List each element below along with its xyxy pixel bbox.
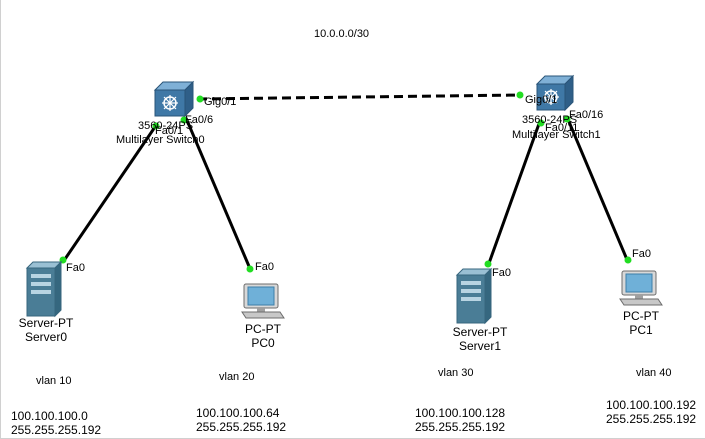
pc1-label[interactable]: PC-PT PC1 [611, 309, 671, 337]
vlan-30-label: vlan 30 [438, 367, 474, 379]
subnet-note-vlan30: 100.100.100.128 255.255.255.192 [415, 406, 505, 434]
pc-icon[interactable] [241, 283, 285, 319]
server1-type: Server-PT [452, 325, 508, 339]
network-address: 100.100.100.0 [11, 409, 88, 423]
switch0-uplink-port: Gig0/1 [204, 96, 237, 108]
server1-name: Server1 [458, 339, 502, 353]
subnet-mask: 255.255.255.192 [415, 420, 506, 434]
vlan-20-label: vlan 20 [219, 371, 255, 383]
trunk-network-label: 10.0.0.0/30 [314, 28, 370, 40]
network-address: 100.100.100.128 [415, 406, 506, 420]
switch0-server-port: Fa0/1 [155, 125, 184, 137]
port-light [563, 115, 571, 123]
switch1-uplink-port: Gig0/1 [525, 94, 558, 106]
server0-label[interactable]: Server-PT Server0 [13, 316, 79, 344]
server0-name: Server0 [24, 330, 68, 344]
multilayer-switch-icon[interactable] [535, 74, 575, 112]
pc0-port: Fa0 [255, 261, 274, 273]
pc0-label[interactable]: PC-PT PC0 [233, 322, 293, 350]
pc1-type: PC-PT [623, 309, 659, 323]
switch0-pc-port: Fa0/6 [185, 114, 214, 126]
pc1-port: Fa0 [632, 248, 651, 260]
port-light [537, 119, 545, 127]
pc1-name: PC1 [629, 323, 653, 337]
pc0-name: PC0 [251, 336, 275, 350]
switch1-pc-port: Fa0/16 [569, 109, 604, 121]
subnet-note-vlan10: 100.100.100.0 255.255.255.192 [11, 409, 101, 437]
pc0-type: PC-PT [245, 322, 281, 336]
vlan-10-label: vlan 10 [36, 375, 72, 387]
network-address: 100.100.100.64 [196, 406, 280, 420]
port-light [624, 256, 632, 264]
switch1-model: 3560-24PS [522, 114, 578, 126]
server-icon[interactable] [455, 267, 493, 325]
subnet-note-vlan40: 100.100.100.192 255.255.255.192 [606, 398, 696, 426]
link-server0-switch0[interactable] [61, 123, 159, 263]
switch1-server-port: Fa0/11 [545, 122, 579, 134]
port-light [246, 265, 254, 273]
port-light [152, 122, 160, 130]
pc-icon[interactable] [619, 270, 663, 306]
trunk-link[interactable] [197, 93, 523, 101]
port-light [516, 91, 524, 99]
server-icon[interactable] [25, 260, 63, 318]
subnet-mask: 255.255.255.192 [196, 420, 287, 434]
link-pc1-switch1[interactable] [565, 116, 630, 263]
subnet-mask: 255.255.255.192 [606, 412, 697, 426]
subnet-mask: 255.255.255.192 [11, 423, 102, 437]
multilayer-switch-icon[interactable] [153, 80, 195, 118]
network-address: 100.100.100.192 [606, 398, 697, 412]
server1-port: Fa0 [492, 267, 511, 279]
switch0-name: Multilayer Switch0 [116, 134, 205, 146]
switch1-name: Multilayer Switch1 [512, 129, 601, 141]
port-lights [59, 91, 632, 273]
vlan-40-label: vlan 40 [636, 367, 672, 379]
subnet-note-vlan20: 100.100.100.64 255.255.255.192 [196, 406, 286, 434]
server1-label[interactable]: Server-PT Server1 [445, 325, 515, 353]
port-light [180, 116, 188, 124]
server0-port: Fa0 [66, 262, 85, 274]
server0-type: Server-PT [18, 316, 74, 330]
port-light [196, 95, 204, 103]
port-light [484, 260, 492, 268]
link-server1-switch1[interactable] [486, 120, 542, 267]
switch0-model: 3560-24PS [138, 120, 194, 132]
link-pc0-switch0[interactable] [184, 117, 253, 272]
